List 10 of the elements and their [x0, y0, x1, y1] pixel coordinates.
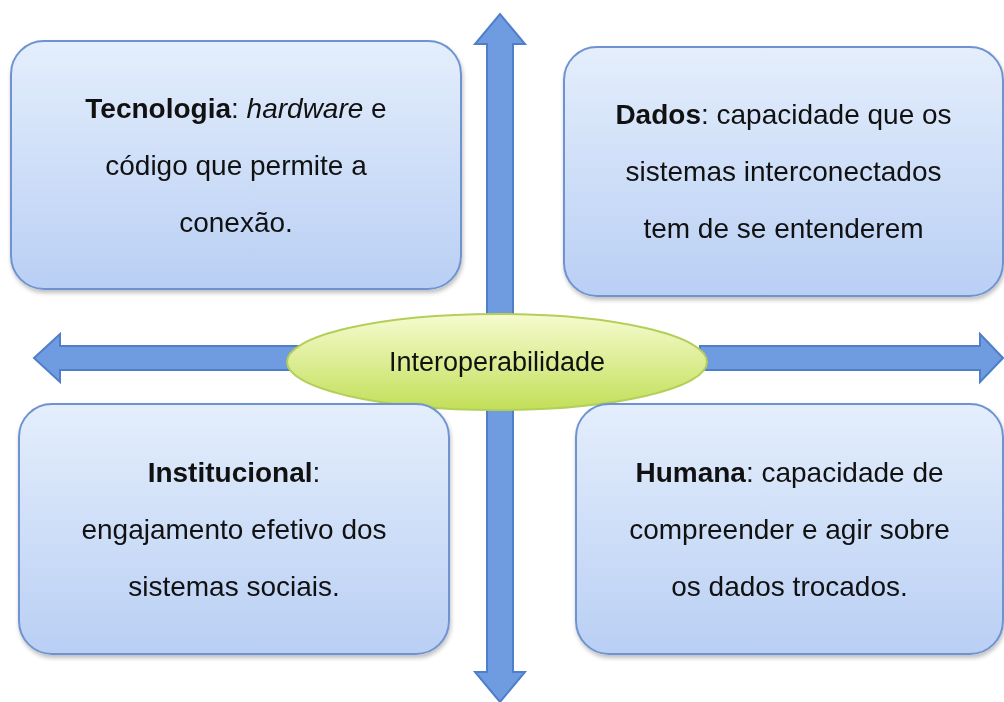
- description-text: Dados: capacidade que os sistemas interconectados tem de se entenderem: [614, 98, 953, 246]
- rounded-box: [18, 403, 450, 655]
- rounded-box: [575, 403, 1004, 655]
- rounded-box: [563, 46, 1004, 297]
- description-text: Tecnologia: hardware e código que permite a conexão.: [84, 91, 388, 240]
- rounded-box: [10, 40, 462, 290]
- description-text: Institucional: engajamento efetivo dos sistemas sociais.: [80, 455, 388, 604]
- ellipse-node: [285, 312, 709, 412]
- description-text: Humana: capacidade de compreender e agir sobre os dados trocados.: [628, 455, 951, 604]
- node-label: Interoperabilidade: [388, 346, 606, 378]
